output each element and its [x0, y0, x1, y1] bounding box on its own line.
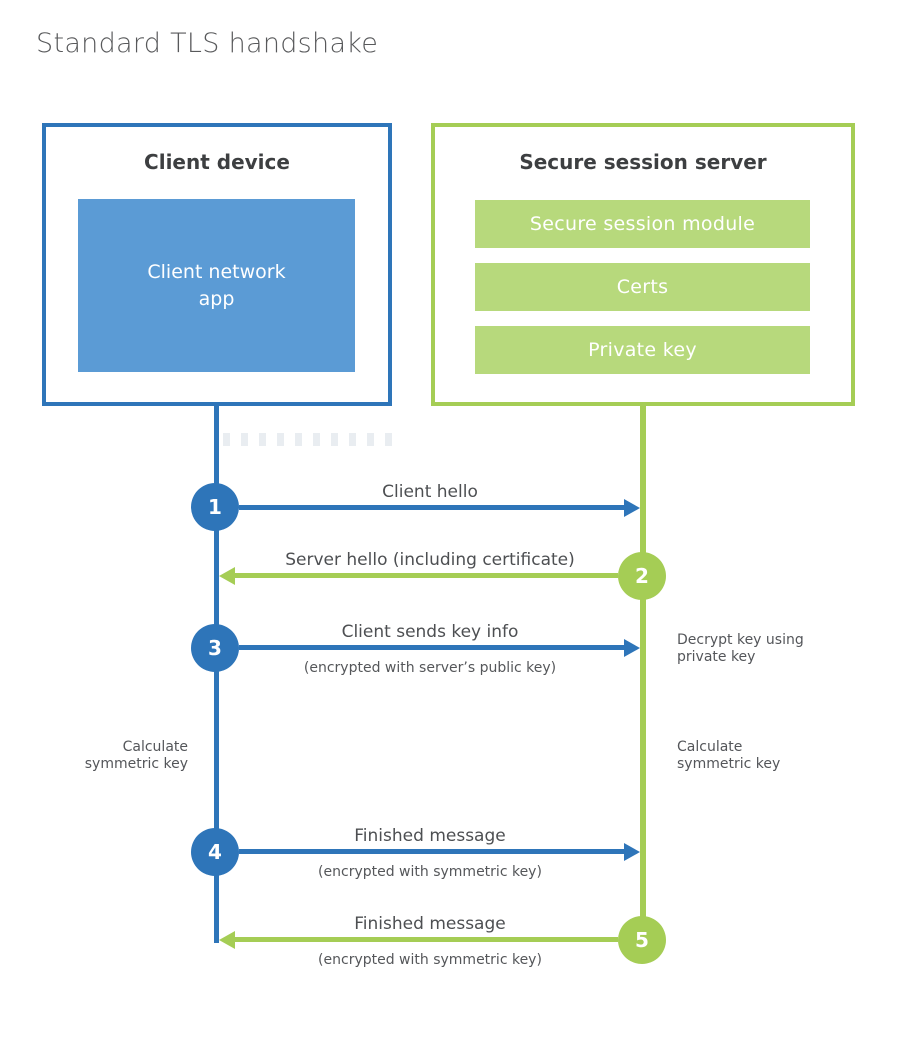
step-1-circle: 1: [191, 483, 239, 531]
client-lifeline: [214, 406, 219, 943]
step-5-circle: 5: [618, 916, 666, 964]
step-4-arrow: [239, 849, 625, 854]
step-4-arrowhead-right-icon: [624, 843, 640, 861]
note-decrypt-line1: Decrypt key using: [677, 632, 804, 648]
step-1-arrowhead-right-icon: [624, 499, 640, 517]
secure-session-server-title: Secure session server: [519, 150, 767, 174]
note-decrypt-line2: private key: [677, 649, 756, 665]
step-2-arrowhead-left-icon: [219, 567, 235, 585]
step-3-label: Client sends key info: [341, 622, 519, 642]
step-2-circle: 2: [618, 552, 666, 600]
faint-dashes-artifact: [223, 433, 393, 446]
step-2-label: Server hello (including certificate): [285, 550, 575, 570]
step-3-arrowhead-right-icon: [624, 639, 640, 657]
note-calculate-server: Calculate symmetric key: [677, 739, 827, 773]
step-5-arrow: [234, 937, 618, 942]
step-1-label: Client hello: [382, 482, 478, 502]
step-5-sublabel: (encrypted with symmetric key): [318, 952, 542, 968]
step-3-circle: 3: [191, 624, 239, 672]
note-calculate-client: Calculate symmetric key: [48, 739, 188, 773]
server-module-certs: Certs: [475, 263, 810, 311]
step-5-arrowhead-left-icon: [219, 931, 235, 949]
note-calc-client-line1: Calculate: [122, 739, 188, 755]
server-module-secure-session: Secure session module: [475, 200, 810, 248]
server-module-private-key: Private key: [475, 326, 810, 374]
step-3-sublabel: (encrypted with server’s public key): [303, 660, 557, 676]
step-4-sublabel: (encrypted with symmetric key): [318, 864, 542, 880]
note-calc-client-line2: symmetric key: [84, 756, 188, 772]
step-3-arrow: [239, 645, 625, 650]
step-5-label: Finished message: [354, 914, 506, 934]
step-4-label: Finished message: [354, 826, 506, 846]
client-app-label-line1: Client network: [147, 260, 286, 283]
client-network-app-box: Client network app: [78, 199, 355, 372]
step-4-circle: 4: [191, 828, 239, 876]
note-decrypt-key: Decrypt key using private key: [677, 632, 827, 666]
page-title: Standard TLS handshake: [36, 28, 379, 59]
note-calc-server-line2: symmetric key: [677, 756, 781, 772]
note-calc-server-line1: Calculate: [677, 739, 743, 755]
client-app-label-line2: app: [198, 287, 235, 310]
step-2-arrow: [234, 573, 618, 578]
step-1-arrow: [239, 505, 625, 510]
client-device-title: Client device: [144, 150, 290, 174]
server-lifeline: [640, 406, 646, 940]
